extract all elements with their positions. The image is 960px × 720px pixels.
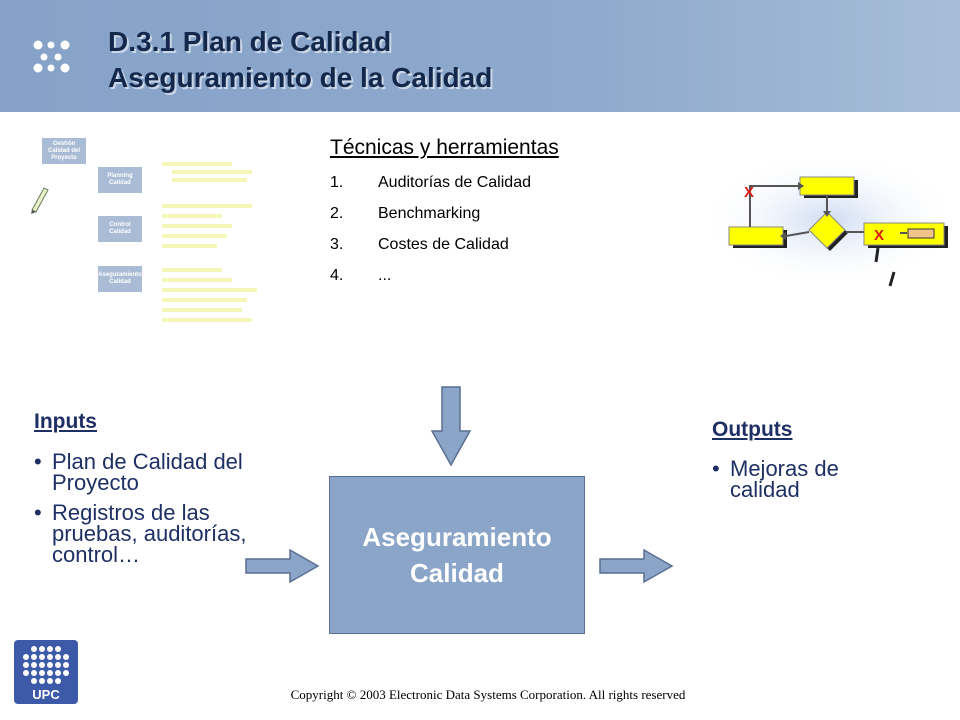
inputs-list: Plan de Calidad del Proyecto Registros d… <box>34 451 254 574</box>
thumbnail-faint-line <box>162 288 257 292</box>
thumbnail-faint-line <box>162 234 227 238</box>
thumbnail-faint-line <box>162 204 252 208</box>
header-banner: D.3.1 Plan de Calidad Aseguramiento de l… <box>0 0 960 112</box>
thumbnail-box-control: Control Calidad <box>98 216 142 242</box>
process-thumbnail: Gestión Calidad del Proyecto Planning Ca… <box>22 130 262 330</box>
outputs-list: Mejoras de calidad <box>712 458 882 509</box>
thumbnail-faint-line <box>162 308 242 312</box>
thumbnail-faint-line <box>162 244 217 248</box>
outputs-heading: Outputs <box>712 418 793 441</box>
x-mark-icon: X <box>874 227 884 244</box>
copyright-footer: Copyright © 2003 Electronic Data Systems… <box>290 687 686 702</box>
dots-logo-icon <box>33 40 70 73</box>
pencil-icon <box>31 187 49 214</box>
upc-logo-icon: UPC <box>14 640 78 704</box>
thumbnail-faint-line <box>172 170 252 174</box>
right-arrow-icon <box>599 548 674 584</box>
thumbnail-faint-line <box>162 318 252 322</box>
thumbnail-faint-line <box>162 278 232 282</box>
page-title-line2: Aseguramiento de la Calidad <box>108 62 493 93</box>
flow-diagram-illustration: X X <box>700 152 960 288</box>
thumbnail-faint-line <box>162 224 232 228</box>
process-label-line2: Calidad <box>410 558 504 588</box>
thumbnail-box-gestion: Gestión Calidad del Proyecto <box>42 138 86 164</box>
thumbnail-box-planning: Planning Calidad <box>98 167 142 193</box>
down-arrow-icon <box>430 386 472 467</box>
logo-text: UPC <box>32 687 60 702</box>
thumbnail-faint-line <box>162 214 222 218</box>
thumbnail-faint-line <box>162 162 232 166</box>
thumbnail-faint-line <box>162 268 222 272</box>
thumbnail-faint-line <box>172 178 247 182</box>
inputs-heading: Inputs <box>34 410 97 433</box>
x-mark-icon: X <box>744 184 754 201</box>
process-box: Aseguramiento Calidad <box>329 476 585 634</box>
thumbnail-box-aseguramiento: Aseguramiento Calidad <box>98 266 142 292</box>
process-label-line1: Aseguramiento <box>362 522 552 552</box>
list-item: Plan de Calidad del Proyecto <box>34 451 254 494</box>
techniques-heading: Técnicas y herramientas <box>330 136 559 159</box>
right-arrow-icon <box>245 548 320 584</box>
list-item: Mejoras de calidad <box>712 458 882 501</box>
thumbnail-faint-line <box>162 298 247 302</box>
page-title-line1: D.3.1 Plan de Calidad <box>108 26 392 57</box>
list-item: Registros de las pruebas, auditorías, co… <box>34 502 254 566</box>
